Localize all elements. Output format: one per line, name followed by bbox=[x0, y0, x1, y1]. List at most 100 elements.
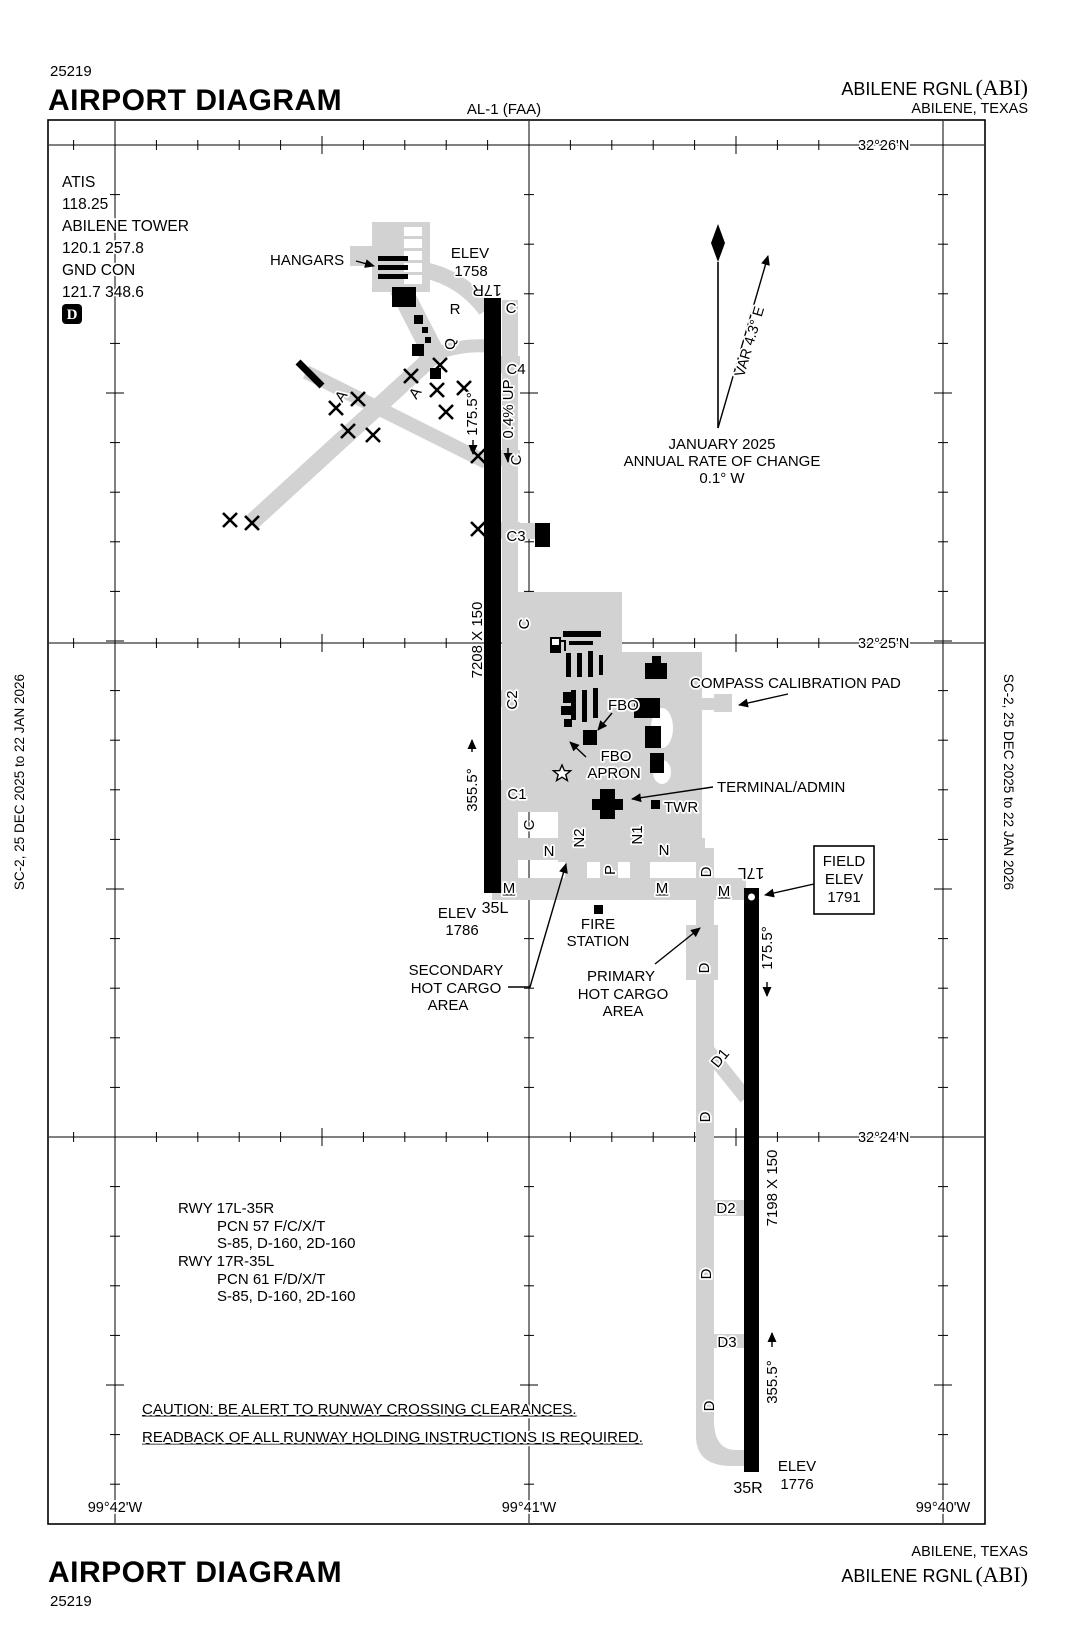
taxiway-label-d: D bbox=[698, 866, 715, 877]
variation-label: VAR 4.3° E bbox=[732, 305, 768, 379]
closed-taxiway-x-icon bbox=[429, 382, 445, 398]
leader-lines bbox=[355, 259, 875, 1347]
t-hangar-slot bbox=[404, 251, 422, 260]
airport-name: ABILENE RGNL bbox=[841, 79, 972, 99]
closed-taxiway-x-icon bbox=[456, 380, 472, 396]
building bbox=[650, 753, 664, 773]
fbo-leader bbox=[597, 712, 613, 731]
terminal-building bbox=[592, 799, 623, 810]
building bbox=[412, 344, 424, 356]
r1-slope: 0.4% UP bbox=[500, 379, 517, 438]
footer-title: AIRPORT DIAGRAM bbox=[48, 1556, 342, 1589]
fbo-hangar bbox=[582, 690, 587, 722]
lat-label-24: 32°24'N bbox=[858, 1130, 909, 1146]
t-hangar-slot bbox=[404, 275, 422, 284]
airport-name-footer: ABILENE RGNL(ABI) bbox=[841, 1562, 1028, 1587]
t-hangar-slot bbox=[404, 239, 422, 248]
field-elev-box bbox=[813, 845, 875, 915]
taxiway-p bbox=[600, 856, 618, 900]
fbo-hangar bbox=[571, 690, 576, 720]
taxiway-label-c2: C2 bbox=[504, 690, 521, 709]
north-arrow-icon bbox=[711, 224, 725, 262]
closed-taxiway-2 bbox=[302, 365, 490, 469]
taxiway-label-m: M bbox=[656, 880, 669, 897]
taxiway-n1 bbox=[630, 808, 650, 900]
fbo-hangar-row bbox=[569, 641, 593, 645]
datis-icon bbox=[62, 304, 82, 324]
building bbox=[634, 698, 660, 718]
taxiway-label-n2: N2 bbox=[571, 828, 588, 847]
compass-pad-stub bbox=[700, 698, 716, 710]
closed-taxiway-x-icon bbox=[328, 400, 344, 416]
closed-taxiway-x-icon bbox=[432, 357, 448, 373]
hangars-leader bbox=[355, 259, 375, 268]
field-elev-value: 1791 bbox=[827, 889, 860, 906]
building bbox=[422, 327, 428, 333]
fuel-pump-window bbox=[552, 639, 559, 645]
beacon-star-icon bbox=[551, 763, 573, 783]
building bbox=[425, 337, 431, 343]
taxiway-r bbox=[422, 262, 493, 315]
lat-label-25: 32°25'N bbox=[858, 636, 909, 652]
building bbox=[392, 287, 416, 307]
hangars-label: HANGARS bbox=[270, 252, 344, 269]
lon-label-40: 99°40'W bbox=[916, 1500, 971, 1516]
secondary-hot-cargo-leader bbox=[508, 863, 568, 988]
r2-heading-south: 175.5° bbox=[759, 926, 776, 970]
taxiway-label-c: C bbox=[508, 454, 525, 465]
primary-hot-cargo-leader bbox=[654, 927, 701, 965]
lat-label-26: 32°26'N bbox=[858, 138, 909, 154]
airport-city-footer: ABILENE, TEXAS bbox=[911, 1544, 1028, 1560]
taxiway-label-m: M bbox=[718, 883, 731, 900]
runway-end-35l: 35L bbox=[482, 900, 509, 917]
fbo-hangar bbox=[593, 688, 598, 718]
closed-taxiway-x-marks bbox=[222, 357, 486, 537]
fire-station-building bbox=[594, 905, 603, 914]
compass-calibration-pad-shape bbox=[714, 694, 732, 712]
taxiway-label-c3: C3 bbox=[506, 528, 525, 545]
lon-label-41: 99°41'W bbox=[502, 1500, 557, 1516]
taxiway-c4-connector bbox=[496, 356, 520, 373]
taxiway-label-m: M bbox=[503, 880, 516, 897]
runway-end-17l: 17L bbox=[738, 864, 765, 881]
fbo-hangar bbox=[566, 653, 571, 677]
caution-line-2: READBACK OF ALL RUNWAY HOLDING INSTRUCTI… bbox=[142, 1429, 643, 1446]
primary-hot-cargo-3: AREA bbox=[603, 1003, 644, 1020]
field-elev-line2: ELEV bbox=[825, 871, 863, 888]
lon-label-42: 99°42'W bbox=[88, 1500, 143, 1516]
r2-elev-label: ELEV bbox=[778, 1458, 816, 1475]
building bbox=[561, 706, 572, 715]
taxiway-label-q: Q bbox=[442, 338, 459, 350]
r2-dimensions: 7198 X 150 bbox=[764, 1150, 781, 1227]
taxiway-d1 bbox=[700, 1043, 752, 1103]
rwy-data-line: S-85, D-160, 2D-160 bbox=[217, 1288, 355, 1305]
r1-elev-label: ELEV bbox=[451, 245, 489, 262]
secondary-hot-cargo-2: HOT CARGO bbox=[411, 980, 502, 997]
magnetic-variation-arrow bbox=[717, 255, 770, 429]
taxiway-label-d: D bbox=[701, 1400, 718, 1411]
compass-pad-label: COMPASS CALIBRATION PAD bbox=[690, 675, 901, 692]
datis-letter: D bbox=[67, 307, 78, 323]
secondary-hot-cargo-1: SECONDARY bbox=[409, 962, 504, 979]
fuel-pump-hose bbox=[561, 640, 566, 651]
edition-right: SC-2, 25 DEC 2025 to 22 JAN 2026 bbox=[1001, 674, 1016, 890]
taxiway-label-c: C bbox=[521, 819, 538, 830]
fbo-apron-label-1: FBO bbox=[601, 748, 632, 765]
field-elev-leader bbox=[764, 883, 815, 898]
r1-elev2-label: ELEV bbox=[438, 905, 476, 922]
hangar-building bbox=[378, 274, 408, 279]
secondary-hot-cargo-3: AREA bbox=[428, 997, 469, 1014]
fbo-label: FBO bbox=[608, 697, 639, 714]
variation-rate-label: ANNUAL RATE OF CHANGE bbox=[624, 453, 821, 470]
rwy-data-line: RWY 17R-35L bbox=[178, 1253, 274, 1270]
building bbox=[414, 315, 423, 324]
closed-taxiway-x-icon bbox=[365, 427, 381, 443]
taxiway-label-n1: N1 bbox=[629, 825, 646, 844]
closed-taxiway-x-icon bbox=[438, 404, 454, 420]
runways-and-buildings bbox=[222, 224, 770, 1472]
taxiway-n2 bbox=[565, 808, 587, 900]
building bbox=[645, 726, 661, 748]
taxiway-label-c: C bbox=[516, 618, 533, 629]
